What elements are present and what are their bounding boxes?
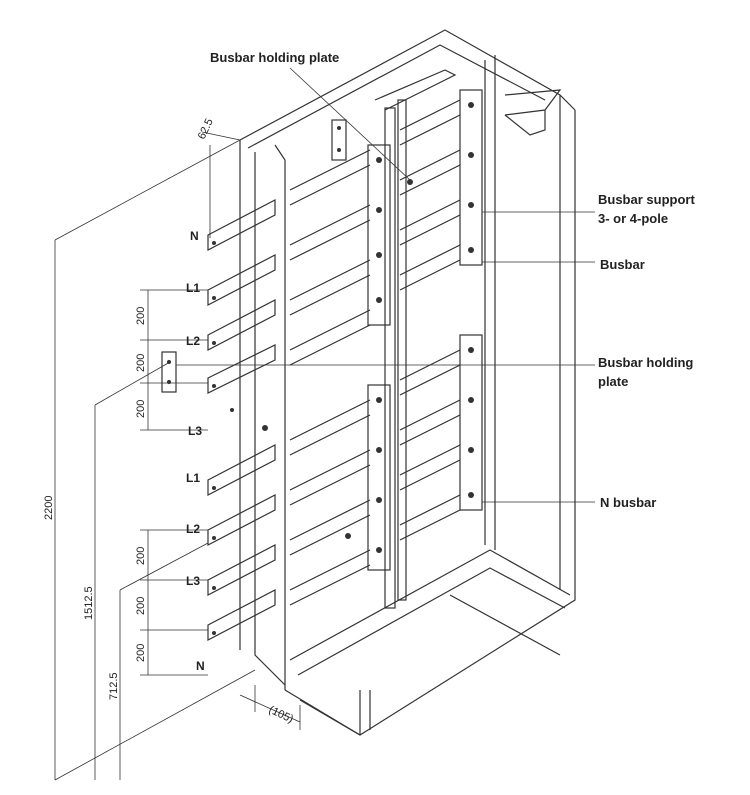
callout-holding-plate-right-line2: plate xyxy=(598,374,629,389)
phase-label-l1-lower: L1 xyxy=(186,471,200,485)
callout-holding-plate-right-line1: Busbar holding xyxy=(598,355,694,370)
callout-leaders xyxy=(176,67,595,503)
cabinet-frame xyxy=(239,29,576,736)
phase-label-l2-lower: L2 xyxy=(186,522,200,536)
phase-label-n-upper: N xyxy=(190,229,199,243)
callout-holding-plate-top: Busbar holding plate xyxy=(210,50,340,65)
holding-plate-top xyxy=(331,119,347,161)
callout-holding-plate-right: Busbar holding plate xyxy=(598,353,693,391)
dim-top-offset: 62.5 xyxy=(196,117,216,141)
callout-busbar-support-line1: Busbar support xyxy=(598,192,695,207)
busbar-supports xyxy=(367,89,483,609)
dim-spacing-2: 200 xyxy=(135,354,147,372)
phase-label-l2-upper: L2 xyxy=(186,334,200,348)
phase-label-l3-lower: L3 xyxy=(186,574,200,588)
callout-busbar: Busbar xyxy=(600,257,645,272)
dim-spacing-4: 200 xyxy=(135,547,147,565)
callout-busbar-support-line2: 3- or 4-pole xyxy=(598,211,669,226)
dim-spacing-3: 200 xyxy=(135,400,147,418)
dim-spacing-1: 200 xyxy=(135,307,147,325)
phase-label-l1-upper: L1 xyxy=(186,281,200,295)
callout-busbar-support: Busbar support 3- or 4-pole xyxy=(598,190,695,228)
callout-n-busbar: N busbar xyxy=(600,495,657,510)
phase-label-l3-upper: L3 xyxy=(188,424,202,438)
busbars-upper xyxy=(207,99,461,394)
dim-lower-group-height: 712.5 xyxy=(108,672,120,700)
phase-label-n-lower: N xyxy=(196,659,205,673)
busbars-lower xyxy=(207,349,461,641)
holding-plate-left xyxy=(161,351,177,393)
dimension-lines xyxy=(54,131,301,781)
dim-depth: (105) xyxy=(267,704,295,726)
dim-spacing-6: 200 xyxy=(135,644,147,662)
dim-total-height: 2200 xyxy=(43,496,55,520)
dim-upper-group-height: 1512.5 xyxy=(83,586,95,620)
dim-spacing-5: 200 xyxy=(135,597,147,615)
